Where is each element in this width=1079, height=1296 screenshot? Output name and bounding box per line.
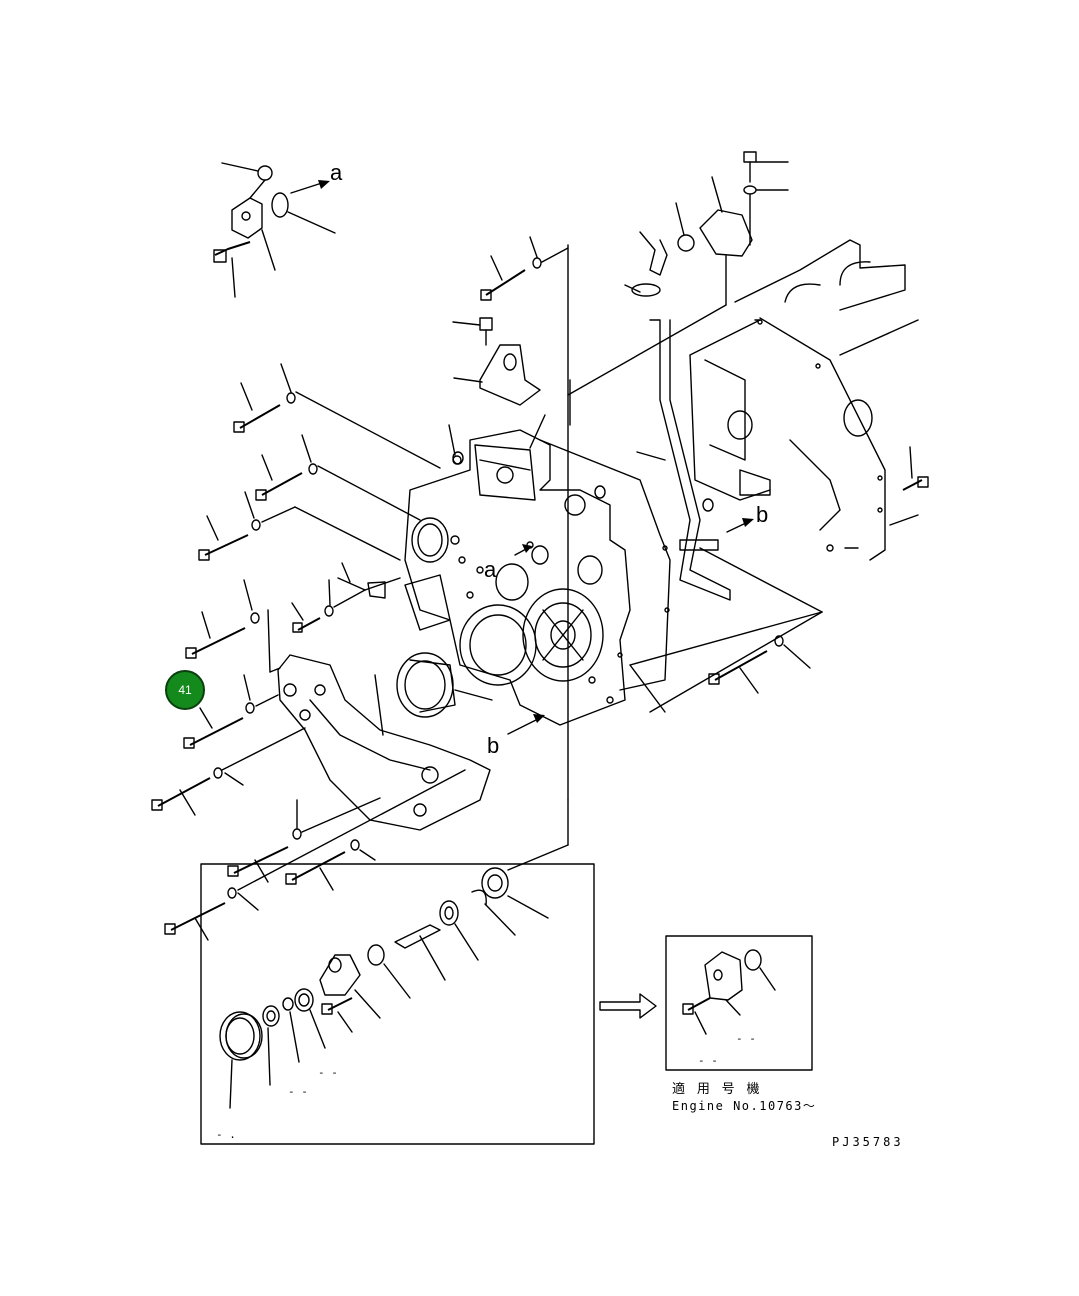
left-box-mark-1: - - (318, 1066, 338, 1079)
lifting-bracket (452, 317, 541, 406)
engine-block (689, 239, 929, 561)
transition-arrow (599, 993, 657, 1019)
front-cover (404, 244, 823, 846)
oil-seal (396, 652, 493, 718)
engine-number-range: Engine No.10763～ (672, 1099, 817, 1113)
right-box-mark-1: - - (736, 1032, 756, 1045)
detail-box-left (200, 844, 595, 1145)
reference-arrows (507, 518, 754, 735)
bolts-left-column (151, 236, 811, 941)
drawing-number: PJ35783 (832, 1135, 904, 1149)
top-left-cover-assembly (213, 162, 336, 298)
left-box-mark-2: - - (288, 1085, 308, 1098)
applicability-heading: 適 用 号 機 (672, 1082, 762, 1097)
top-right-pipe-assembly (567, 151, 823, 713)
detail-box-right (665, 935, 813, 1071)
ref-letter-a-top: a (330, 160, 343, 185)
part-callout-41[interactable]: 41 (165, 670, 205, 710)
lower-bracket (267, 609, 491, 831)
part-callout-number: 41 (178, 683, 192, 697)
ref-letter-b-right: b (756, 502, 768, 527)
ref-letter-b-lower: b (487, 733, 499, 758)
ref-letter-a-mid: a (484, 557, 497, 582)
left-box-mark-3: - . (216, 1128, 236, 1141)
right-box-mark-2: - - (698, 1054, 718, 1067)
